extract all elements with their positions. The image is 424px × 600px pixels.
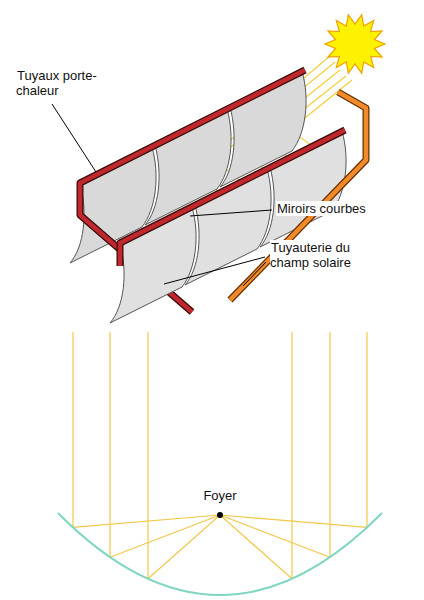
parabolic-mirror [58,513,382,595]
label-text: Tuyaux porte-chaleur [16,68,97,98]
sun-symbol [325,15,385,73]
leader-line [52,104,272,286]
reflected-ray [148,515,220,579]
reflected-ray [220,515,367,527]
reflected-ray [73,515,220,527]
focus-point [217,512,223,518]
reflected-ray [220,515,330,557]
part-label: Tuyauterie du champ solaire [270,240,374,270]
part-label: Tuyaux porte-chaleur [16,68,112,98]
incoming-ray [329,332,330,557]
light-rays [73,332,367,579]
incoming-ray [366,332,367,527]
incoming-ray [109,332,110,557]
reflected-ray [220,515,292,579]
field-pipe [230,92,366,300]
reflected-ray [110,515,220,557]
label-text: Foyer [202,488,237,503]
mirror-row [110,131,346,323]
label-text: Tuyauterie du champ solaire [270,240,352,270]
incoming-ray [291,332,292,579]
part-label: Miroirs courbes [276,201,406,216]
incoming-ray [147,332,148,579]
incoming-ray [72,332,73,527]
part-label: Foyer [170,488,270,503]
label-text: Miroirs courbes [276,201,367,216]
heat-pipe [80,70,305,312]
